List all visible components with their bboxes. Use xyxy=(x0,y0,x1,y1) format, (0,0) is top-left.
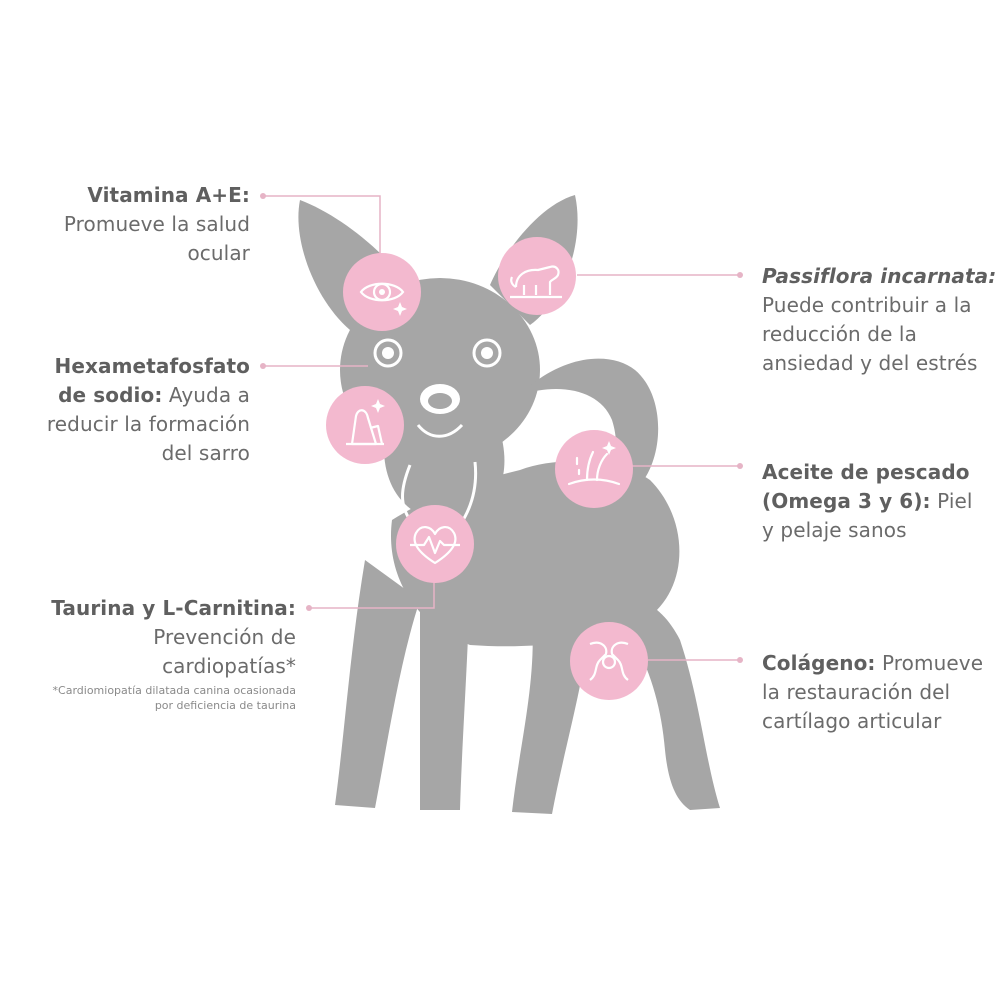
footnote-line1: *Cardiomiopatía dilatada canina ocasiona… xyxy=(52,684,296,697)
label-taurina-title: Taurina y L-Carnitina: xyxy=(51,596,296,620)
label-taurina-line1: Prevención de xyxy=(153,625,296,649)
label-passiflora-line3: ansiedad y del estrés xyxy=(762,351,978,375)
label-colageno: Colágeno: Promueve la restauración del c… xyxy=(762,649,998,736)
label-colageno-title: Colágeno: xyxy=(762,651,876,675)
label-passiflora: Passiflora incarnata: Puede contribuir a… xyxy=(762,262,998,378)
joint-icon xyxy=(570,622,648,700)
label-aceite-first: Piel xyxy=(930,489,973,513)
label-taurina: Taurina y L-Carnitina: Prevención de car… xyxy=(0,594,296,681)
calm-dog-icon xyxy=(498,237,576,315)
label-aceite-title1: Aceite de pescado xyxy=(762,460,970,484)
footnote: *Cardiomiopatía dilatada canina ocasiona… xyxy=(0,683,296,713)
label-hexametafosfato: Hexametafosfato de sodio: Ayuda a reduci… xyxy=(0,352,250,468)
label-taurina-line2: cardiopatías* xyxy=(162,654,296,678)
label-hexa-line2: del sarro xyxy=(161,441,250,465)
heartbeat-icon xyxy=(396,505,474,583)
label-aceite-line1: y pelaje sanos xyxy=(762,518,907,542)
label-vitamina: Vitamina A+E: Promueve la salud ocular xyxy=(20,181,250,268)
hair-follicle-icon xyxy=(555,430,633,508)
label-colageno-line2: cartílago articular xyxy=(762,709,942,733)
label-hexa-line1: reducir la formación xyxy=(46,412,250,436)
label-colageno-first: Promueve xyxy=(875,651,984,675)
label-passiflora-title: Passiflora incarnata: xyxy=(762,264,997,288)
label-aceite-title2: (Omega 3 y 6): xyxy=(762,489,931,513)
label-vitamina-line1: Promueve la salud xyxy=(63,212,250,236)
eye-icon xyxy=(343,253,421,331)
footnote-line2: por deficiencia de taurina xyxy=(154,699,296,712)
label-vitamina-title: Vitamina A+E: xyxy=(87,183,250,207)
label-colageno-line1: la restauración del xyxy=(762,680,951,704)
tooth-sparkle-icon xyxy=(326,386,404,464)
label-passiflora-line1: Puede contribuir a la xyxy=(762,293,972,317)
label-hexa-title2: de sodio: xyxy=(58,383,163,407)
label-passiflora-line2: reducción de la xyxy=(762,322,917,346)
label-hexa-first: Ayuda a xyxy=(162,383,250,407)
label-hexa-title1: Hexametafosfato xyxy=(54,354,250,378)
label-vitamina-line2: ocular xyxy=(187,241,250,265)
label-aceite: Aceite de pescado (Omega 3 y 6): Piel y … xyxy=(762,458,998,545)
